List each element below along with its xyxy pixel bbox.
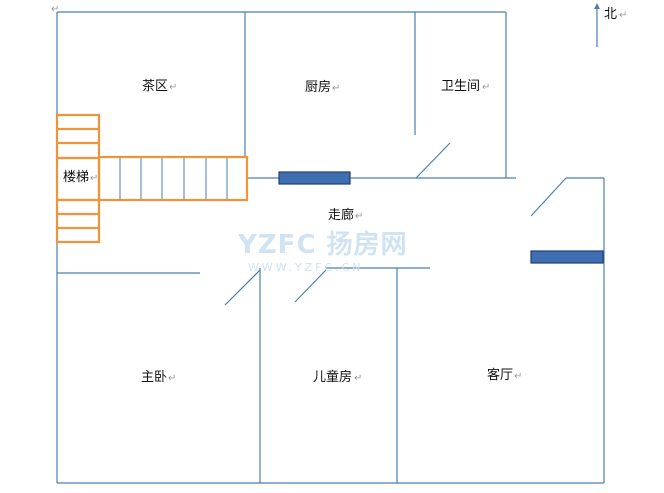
paragraph-mark: ↵	[169, 82, 177, 93]
stair-lower-flight	[55, 198, 101, 244]
staircase	[55, 113, 249, 244]
paragraph-mark: ↵	[51, 4, 59, 15]
room-label-living: 客厅	[487, 367, 513, 383]
room-label-master: 主卧	[141, 370, 167, 385]
compass: 北 ↵	[594, 3, 627, 47]
room-label-tea: 茶区	[142, 78, 168, 94]
paragraph-mark: ↵	[514, 371, 522, 382]
stair-treads	[119, 158, 228, 199]
paragraph-mark: ↵	[355, 211, 363, 222]
room-label-kids: 儿童房	[313, 369, 352, 385]
door-kids	[294, 269, 327, 303]
window-living	[530, 250, 604, 264]
paragraph-mark: ↵	[168, 373, 176, 384]
room-label-stairs: 楼梯	[63, 170, 89, 185]
room-label-bathroom: 卫生间	[441, 79, 480, 94]
paragraph-mark: ↵	[482, 82, 490, 93]
paragraph-mark: ↵	[90, 173, 98, 184]
watermark: YZFC 扬房网 WWW.YZFC.CN	[237, 230, 408, 274]
stair-upper-flight	[55, 113, 101, 160]
watermark-brand: YZFC 扬房网	[237, 230, 408, 260]
room-label-kitchen: 厨房	[305, 79, 331, 95]
doors	[224, 142, 567, 306]
walls	[56, 11, 605, 484]
north-arrowhead-icon	[594, 3, 600, 9]
window-corridor	[278, 171, 351, 185]
door-bathroom	[415, 142, 451, 179]
door-master	[224, 269, 261, 306]
paragraph-mark: ↵	[354, 373, 362, 384]
paragraph-mark: ↵	[619, 10, 627, 21]
stair-horizontal-flight	[97, 155, 249, 202]
watermark-url: WWW.YZFC.CN	[248, 261, 364, 274]
door-living	[530, 177, 567, 217]
room-label-corridor: 走廊	[328, 207, 354, 223]
paragraph-mark: ↵	[332, 83, 340, 94]
north-label: 北	[604, 7, 617, 22]
